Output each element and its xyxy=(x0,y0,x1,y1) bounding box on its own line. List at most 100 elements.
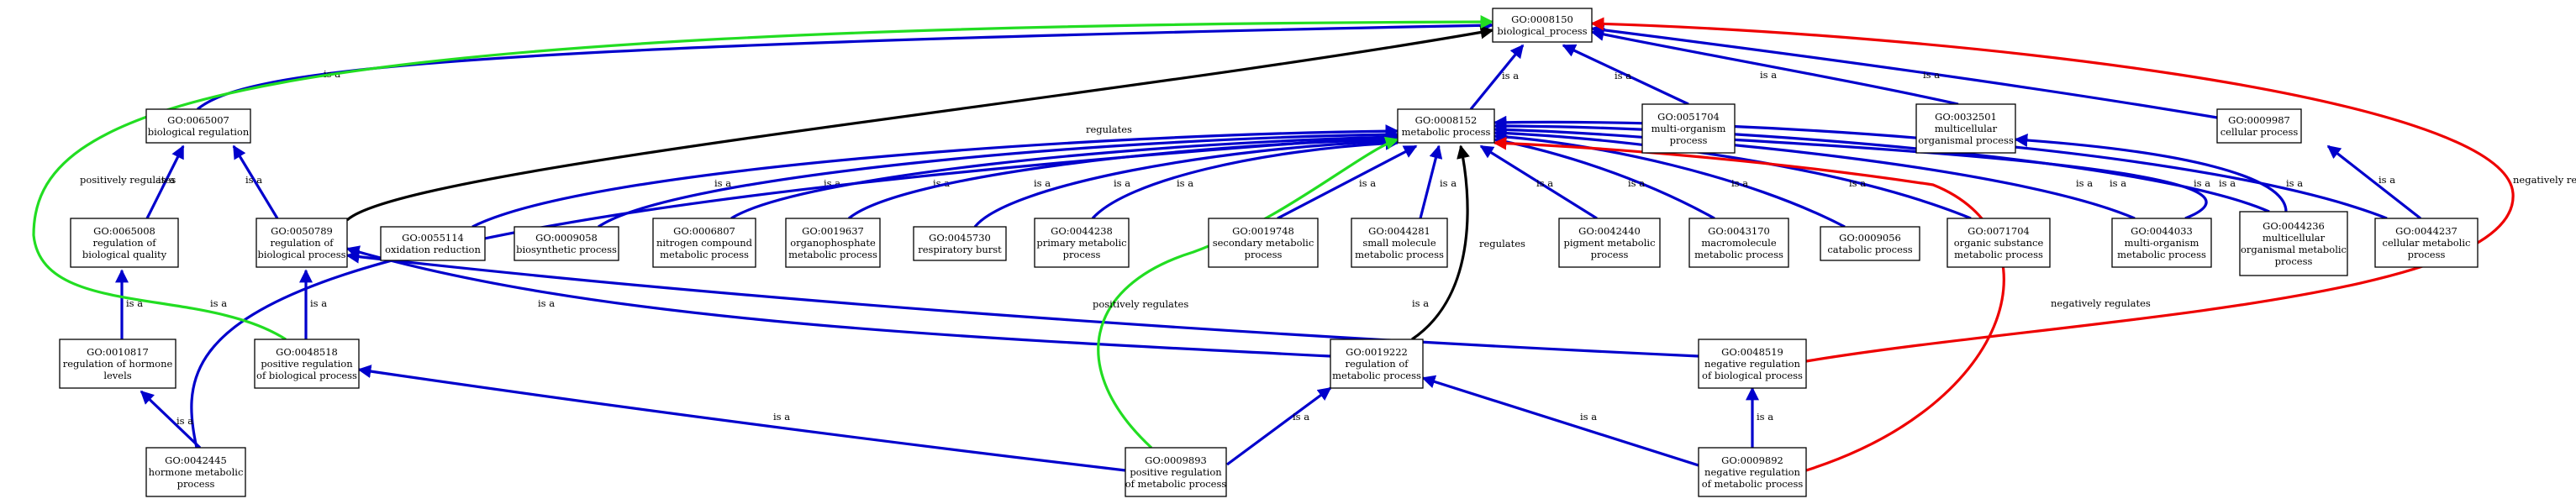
edge-negatively-regulates-go0048519-to-go0008150 xyxy=(1590,17,2515,363)
node-id: GO:0050789 xyxy=(271,225,333,237)
node-id: GO:0009056 xyxy=(1839,232,1901,244)
node-term-name: biological regulation xyxy=(148,126,250,138)
node-id: GO:0044281 xyxy=(1368,225,1430,237)
node-id: GO:0044236 xyxy=(2263,220,2325,232)
edge-is-a-go0009058-to-go0008152 xyxy=(598,128,1399,228)
edge-is-a-go0032501-to-go0008150 xyxy=(1590,28,1959,106)
node-term-name: biological quality xyxy=(82,249,167,260)
node-box xyxy=(59,339,176,389)
node-term-name: nitrogen compound xyxy=(656,237,753,249)
edge-label: is a xyxy=(1849,177,1866,189)
edge-is-a-go0045730-to-go0008152 xyxy=(973,134,1399,228)
node-term-name: process xyxy=(177,478,215,490)
node-box xyxy=(254,339,360,389)
node-box xyxy=(2374,218,2479,268)
edge-regulates-go0019222-to-go0008152 xyxy=(1411,144,1470,341)
edge-label: is a xyxy=(1757,411,1773,423)
edge-label: is a xyxy=(2219,177,2236,189)
node-term-name: process xyxy=(1245,249,1283,260)
node-term-name: of metabolic process xyxy=(1702,478,1804,490)
node-box xyxy=(1946,218,2051,268)
node-term-name: organic substance xyxy=(1954,237,2044,249)
node-term-name: metabolic process xyxy=(1954,249,2043,260)
edge-label: is a xyxy=(1034,177,1051,189)
node-id: GO:0048519 xyxy=(1721,346,1783,358)
node-box xyxy=(1351,218,1448,268)
node-term-name: metabolic process xyxy=(1332,370,1421,381)
node-id: GO:0055114 xyxy=(402,232,464,244)
node-box xyxy=(145,447,246,497)
edge-is-a-go0009056-to-go0008152 xyxy=(1493,129,1846,228)
node-box xyxy=(652,218,756,268)
node-term-name: metabolic process xyxy=(1355,249,1444,260)
node-box xyxy=(1558,218,1661,268)
edge-is-a-go0009892-to-go0019222 xyxy=(1421,375,1715,472)
node-id: GO:0065007 xyxy=(167,114,229,126)
edge-label: is a xyxy=(1359,177,1376,189)
node-term-name: organismal process xyxy=(1918,134,2014,146)
edge-is-a-go0044236-to-go0032501 xyxy=(2014,134,2288,213)
node-term-name: primary metabolic xyxy=(1036,237,1126,249)
node-id: GO:0019748 xyxy=(1232,225,1294,237)
edge-label: is a xyxy=(773,411,790,423)
node-id: GO:0009892 xyxy=(1721,454,1783,466)
edge-label: is a xyxy=(1440,177,1457,189)
node-id: GO:0019637 xyxy=(802,225,864,237)
edge-positively-regulates-go0009893-to-go0008152 xyxy=(1097,136,1399,449)
node-term-name: multicellular xyxy=(2263,232,2326,244)
edge-is-a-go0009987-to-go0008150 xyxy=(1590,23,2218,119)
edge-label: negatively regulates xyxy=(2513,174,2576,186)
edge-label: is a xyxy=(538,297,555,309)
node-term-name: secondary metabolic xyxy=(1213,237,1314,249)
edge-label: positively regulates xyxy=(1093,298,1188,310)
node-term-name: metabolic process xyxy=(1402,126,1491,138)
edge-is-a-go0006807-to-go0008152 xyxy=(730,130,1399,220)
edge-is-a-go0044238-to-go0008152 xyxy=(1091,136,1399,220)
node-term-name: respiratory burst xyxy=(918,244,1002,255)
node-term-name: biological process xyxy=(257,249,345,260)
edge-label: regulates xyxy=(1479,238,1525,249)
node-box xyxy=(2216,108,2302,144)
node-term-name: pigment metabolic xyxy=(1563,237,1655,249)
edge-negatively-regulates-go0009892-to-go0008152 xyxy=(1493,136,2005,472)
edge-label: is a xyxy=(1615,70,1631,81)
node-box xyxy=(1688,218,1789,268)
node-id: GO:0009058 xyxy=(535,232,598,244)
node-term-name: positive regulation xyxy=(261,358,353,370)
edge-label: is a xyxy=(310,297,327,309)
node-term-name: regulation of xyxy=(1345,358,1409,370)
node-term-name: process xyxy=(1670,134,1708,146)
node-box xyxy=(380,226,486,261)
edge-label: is a xyxy=(158,174,175,186)
